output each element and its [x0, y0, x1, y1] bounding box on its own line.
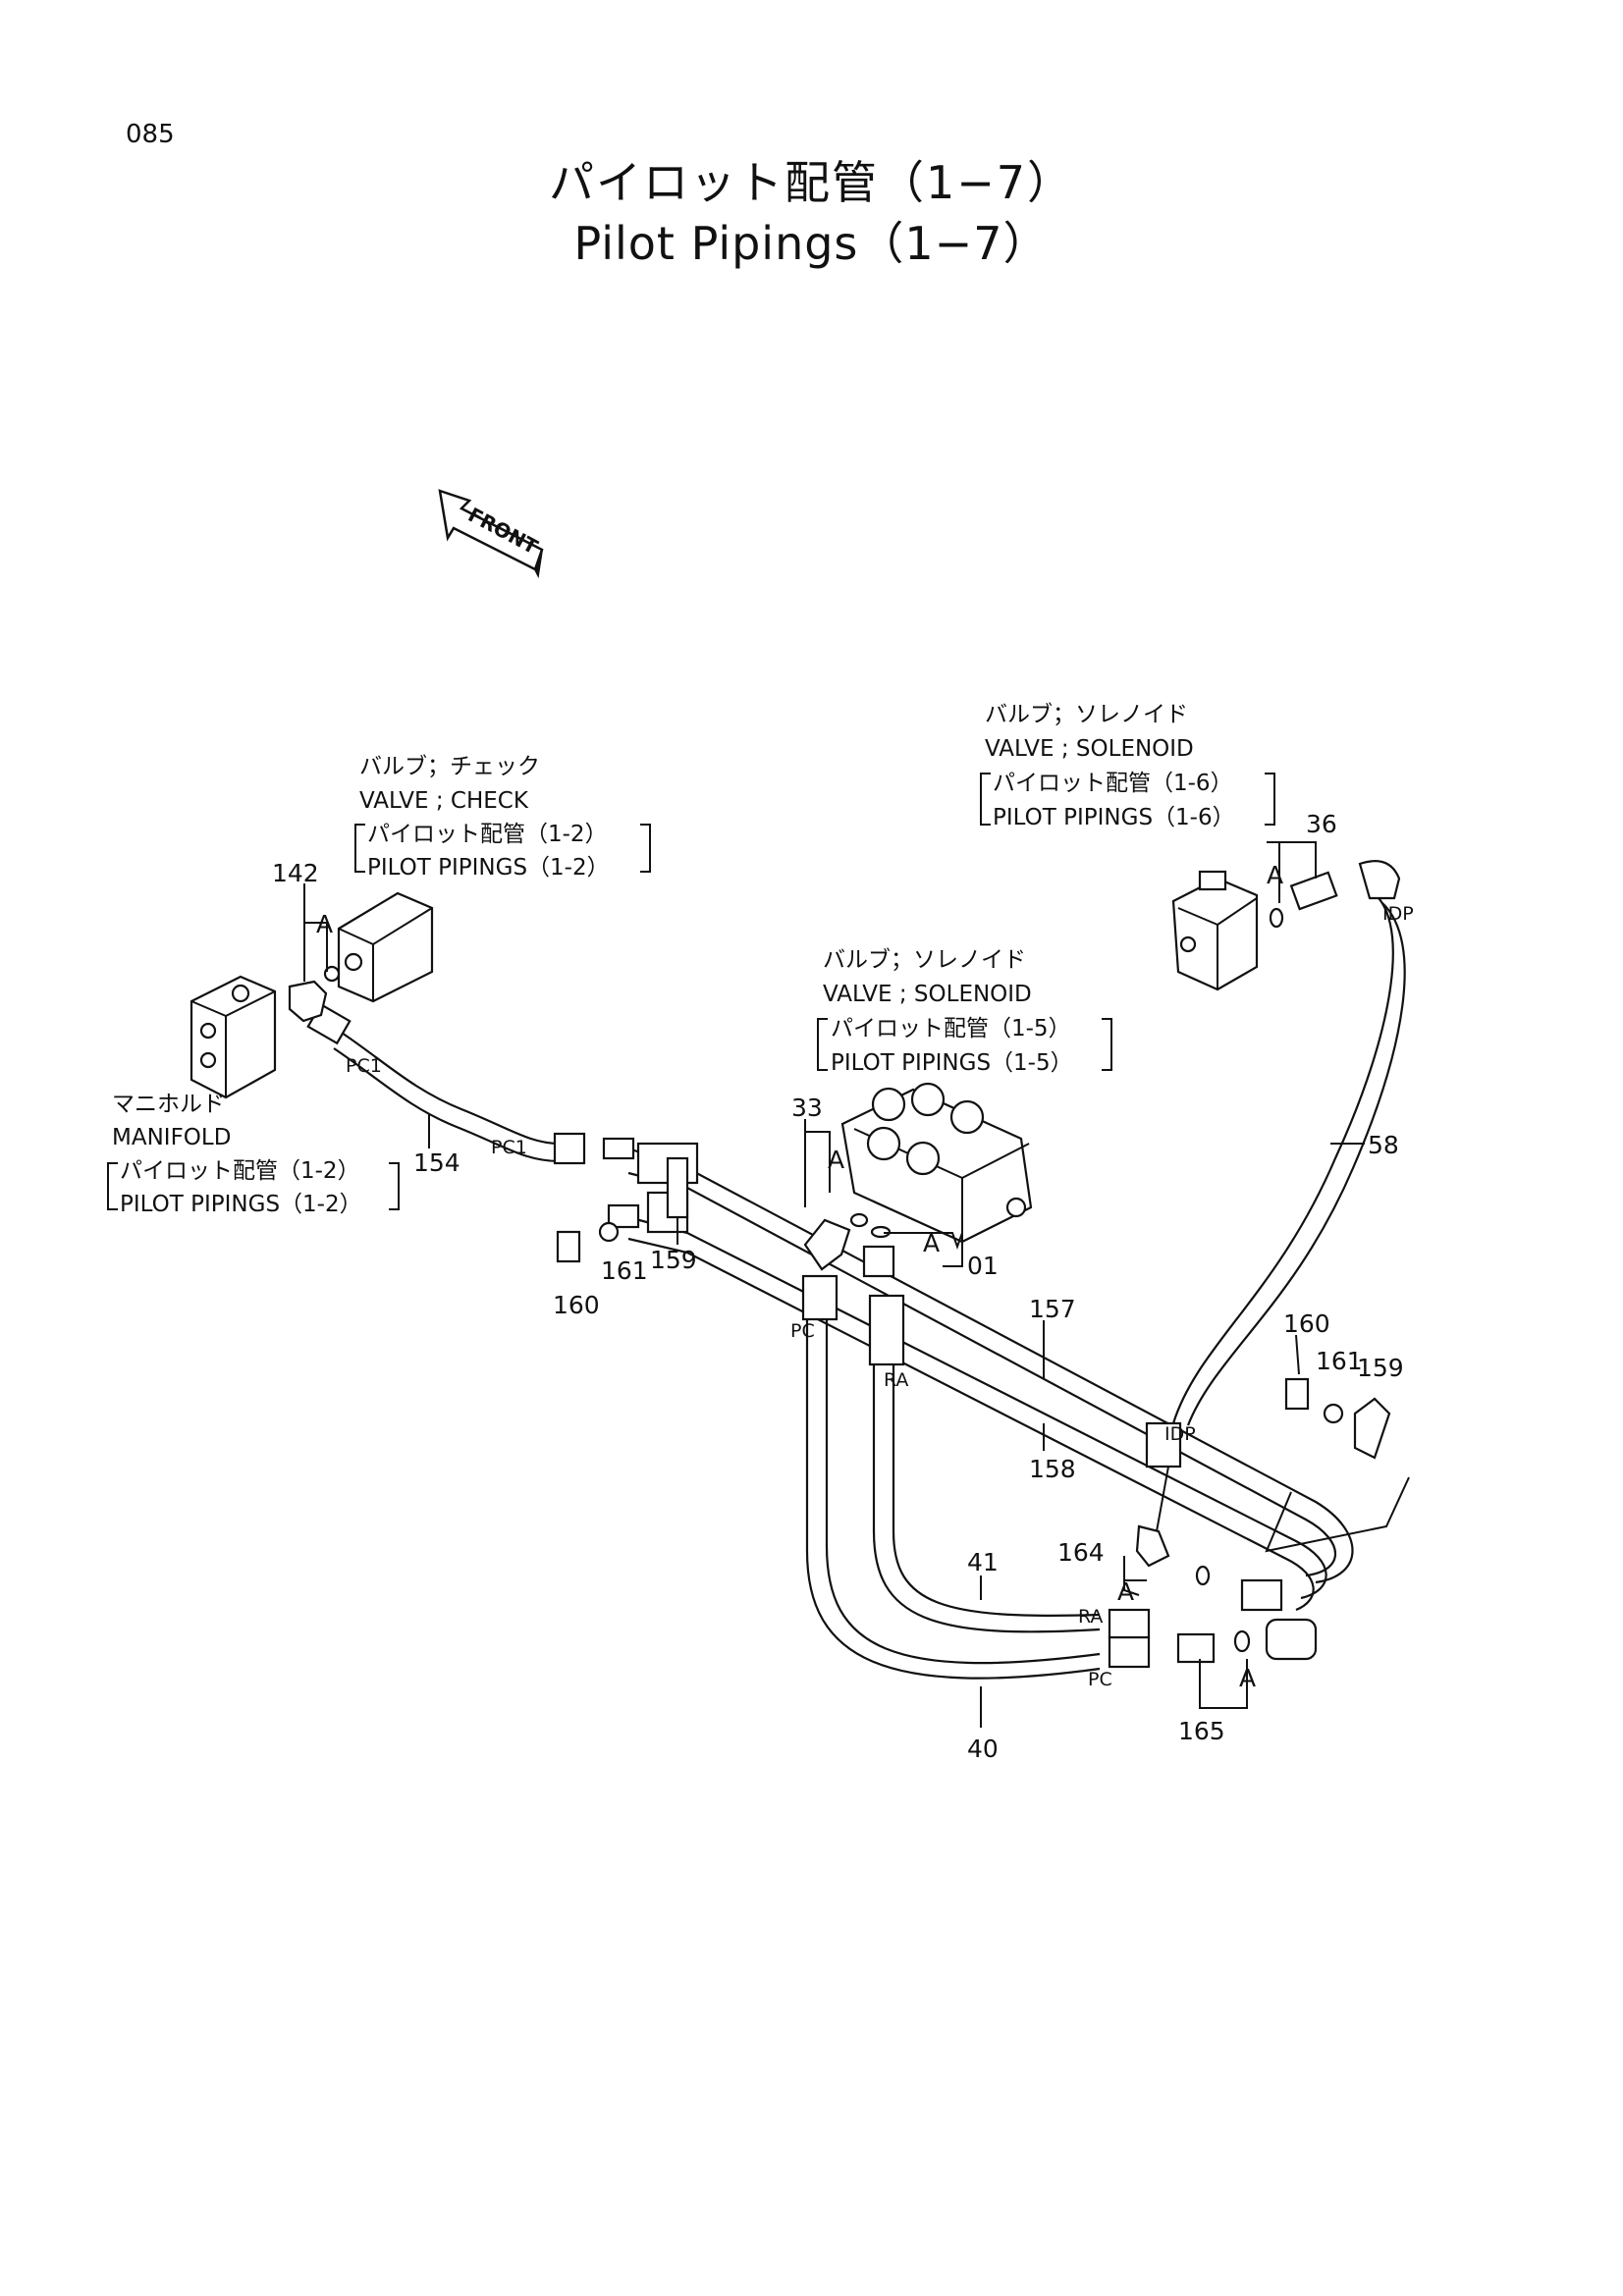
- part-number-159-left: 159: [650, 1246, 697, 1274]
- detail-mark-a-5: A: [1117, 1577, 1134, 1606]
- part-number-164: 164: [1057, 1538, 1105, 1567]
- part-number-01: 01: [967, 1252, 999, 1280]
- port-tag-pc-b: PC: [1088, 1669, 1112, 1690]
- solenoid-2-jp: バルブ；ソレノイド: [985, 702, 1188, 727]
- manifold-ref-jp: パイロット配管（1-2）: [120, 1158, 360, 1184]
- port-tag-ra-a: RA: [884, 1369, 908, 1391]
- elbow-fitting-164: [1135, 1524, 1211, 1586]
- solenoid-valve-2: [1171, 870, 1259, 991]
- connector-01: [862, 1225, 895, 1278]
- title-english: Pilot Pipings（1−7）: [573, 217, 1050, 270]
- detail-mark-a-3: A: [923, 1229, 940, 1257]
- part-number-40: 40: [967, 1735, 999, 1763]
- detail-mark-a-6: A: [1239, 1664, 1256, 1692]
- port-tag-idp-b: IDP: [1164, 1423, 1196, 1445]
- port-tag-idp-a: IDP: [1382, 903, 1414, 925]
- manifold-en: MANIFOLD: [112, 1125, 231, 1150]
- port-tag-pc-a: PC: [790, 1320, 815, 1342]
- hose-58: [1145, 860, 1406, 1532]
- check-valve-jp: バルブ；チェック: [359, 754, 540, 779]
- hose-154: [306, 1002, 586, 1165]
- detail-mark-a-4: A: [1267, 861, 1283, 889]
- callout-brackets: [107, 773, 1275, 1210]
- solenoid-1-ref-en: PILOT PIPINGS（1-5）: [831, 1050, 1073, 1076]
- check-valve-block: [337, 891, 434, 1003]
- check-valve-ref-jp: パイロット配管（1-2）: [367, 822, 608, 847]
- solenoid-2-ref-en: PILOT PIPINGS（1-6）: [993, 805, 1235, 830]
- elbow-fitting-142: [288, 965, 341, 1023]
- solenoid-1-ref-jp: パイロット配管（1-5）: [831, 1016, 1071, 1041]
- manifold-ref-en: PILOT PIPINGS（1-2）: [120, 1192, 362, 1217]
- manifold-block: [189, 975, 277, 1099]
- check-valve-en: VALVE ; CHECK: [359, 788, 529, 814]
- part-number-142: 142: [272, 859, 319, 887]
- part-number-158: 158: [1029, 1455, 1076, 1483]
- part-number-160-left: 160: [553, 1291, 600, 1319]
- port-tag-ra-b: RA: [1078, 1606, 1103, 1628]
- part-number-157: 157: [1029, 1295, 1076, 1323]
- solenoid-valve-1: [840, 1082, 1033, 1244]
- part-number-160-right: 160: [1283, 1309, 1330, 1338]
- elbow-fitting-33: [803, 1212, 869, 1271]
- clamp-set-right: [1284, 1377, 1391, 1460]
- hoses-40-41: [801, 1274, 1151, 1680]
- connector-36: [1269, 871, 1338, 929]
- front-arrow-icon: FRONT: [438, 489, 544, 579]
- part-number-58: 58: [1368, 1131, 1399, 1159]
- part-number-36: 36: [1306, 810, 1337, 838]
- part-number-33: 33: [791, 1094, 823, 1122]
- port-tag-pc1-b: PC1: [491, 1137, 527, 1158]
- page-number: 085: [126, 120, 175, 149]
- leader-lines: [303, 841, 1410, 1728]
- solenoid-2-ref-jp: パイロット配管（1-6）: [993, 771, 1233, 796]
- part-number-165: 165: [1178, 1717, 1225, 1745]
- port-tag-pc1-a: PC1: [346, 1055, 382, 1077]
- part-number-161-right: 161: [1316, 1347, 1363, 1375]
- part-number-161-left: 161: [601, 1256, 648, 1285]
- part-number-154: 154: [413, 1148, 460, 1177]
- solenoid-1-en: VALVE ; SOLENOID: [823, 982, 1032, 1007]
- title-japanese: パイロット配管（1−7）: [548, 156, 1075, 209]
- detail-mark-a-2: A: [828, 1146, 844, 1174]
- solenoid-1-jp: バルブ；ソレノイド: [823, 947, 1026, 973]
- detail-mark-a-1: A: [316, 910, 333, 938]
- part-number-159-right: 159: [1357, 1354, 1404, 1382]
- solenoid-2-en: VALVE ; SOLENOID: [985, 736, 1194, 762]
- part-number-41: 41: [967, 1548, 999, 1576]
- manifold-jp: マニホルド: [112, 1092, 225, 1117]
- adapter-165: [1176, 1578, 1318, 1664]
- check-valve-ref-en: PILOT PIPINGS（1-2）: [367, 855, 610, 881]
